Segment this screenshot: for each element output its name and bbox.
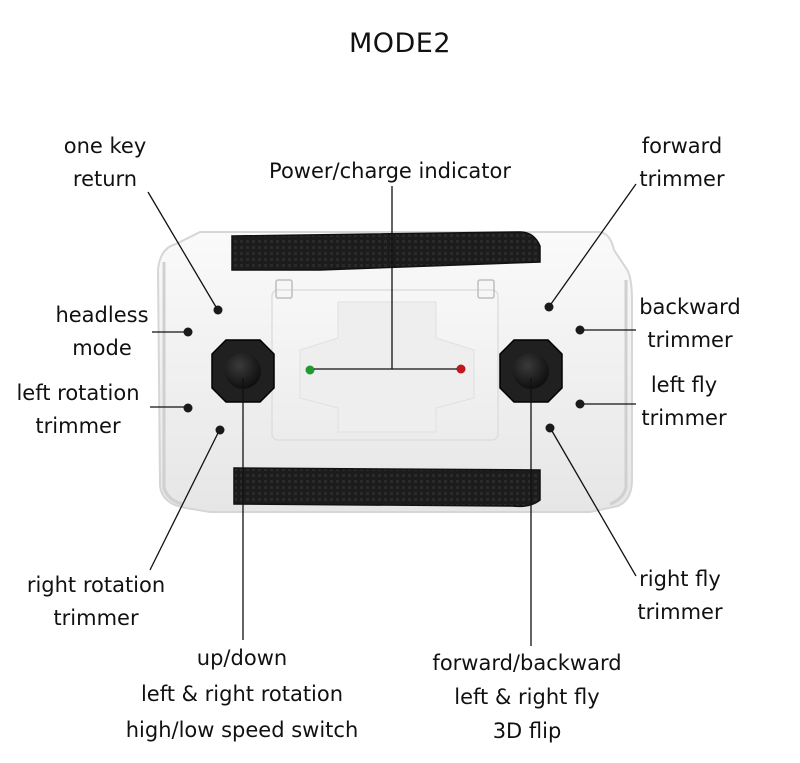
leader-forward-trimmer [550,183,637,305]
body-right-edge [609,280,628,506]
leader-right-rotation [149,432,219,571]
label-right-stick-functions: forward/backward left & right fly 3D fli… [432,651,622,743]
center-panel-cutout [299,301,475,433]
left-stick [225,353,261,389]
label-left-rotation-trimmer: left rotation trimmer [16,381,140,438]
label-backward-trimmer: backward trimmer [639,295,741,352]
left-fly-trim-button [575,399,585,409]
leader-right-fly [551,430,637,577]
label-forward-trimmer: forward trimmer [639,134,725,191]
label-power-indicator: Power/charge indicator [269,159,511,183]
right-fly-trim-button [545,423,555,433]
label-right-rotation-trimmer: right rotation trimmer [26,573,166,630]
top-grip [231,231,541,271]
bottom-grip [233,467,541,508]
diagram-title: MODE2 [348,28,452,59]
one-key-return-button [213,305,223,315]
body-left-edge [162,262,183,506]
red-led [456,364,466,374]
holder-tab-right [477,279,495,299]
right-stick [513,353,549,389]
label-left-fly-trimmer: left fly trimmer [641,373,727,430]
green-led [305,365,315,375]
backward-trim-button [575,325,585,335]
label-left-stick-functions: up/down left & right rotation high/low s… [125,646,359,742]
left-rotation-trim-button [183,403,193,413]
label-headless-mode: headless mode [55,303,149,360]
forward-trim-button [544,302,554,312]
leader-one-key-return [147,191,217,308]
label-right-fly-trimmer: right fly trimmer [637,567,723,624]
headless-mode-button [183,327,193,337]
holder-tab-left [275,279,293,299]
label-one-key-return: one key return [63,134,147,191]
right-rotation-trim-button [215,425,225,435]
